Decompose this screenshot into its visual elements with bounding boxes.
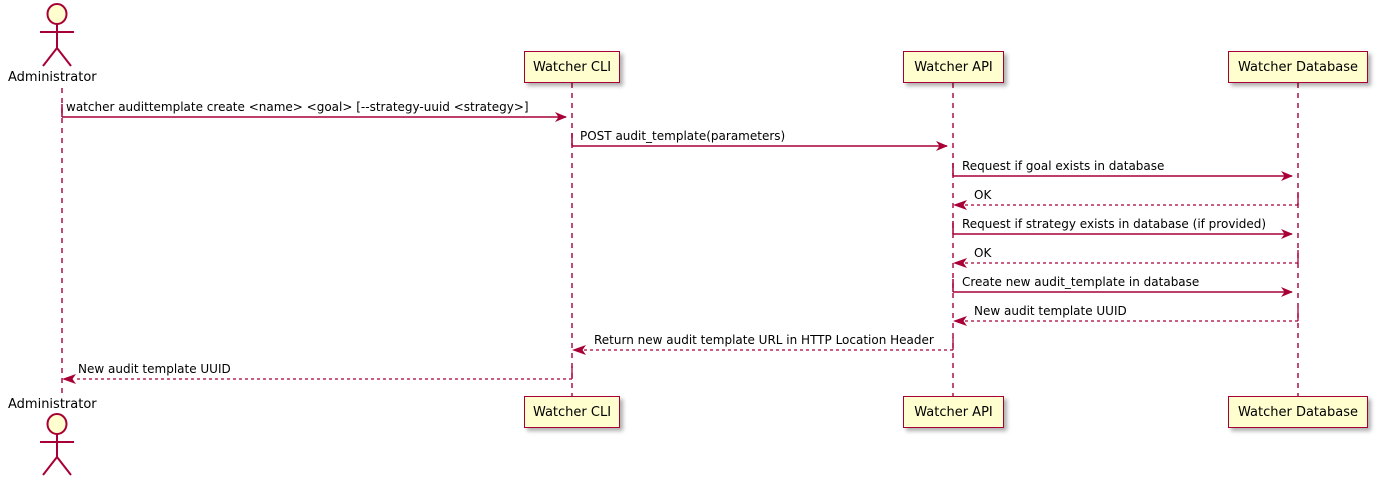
- message-arrow-9-head: [572, 345, 586, 355]
- message-label-6: OK: [974, 246, 992, 260]
- message-arrow-10-head: [62, 374, 76, 384]
- participant-box-watcher-database-top[interactable]: Watcher Database: [1228, 51, 1368, 83]
- participant-box-watcher-api-top[interactable]: Watcher API: [903, 51, 1004, 83]
- actor-icon-administrator-bottom: [40, 413, 74, 476]
- participant-box-watcher-cli-top[interactable]: Watcher CLI: [524, 51, 620, 83]
- participant-box-watcher-database-bottom[interactable]: Watcher Database: [1228, 396, 1368, 428]
- participant-box-watcher-api-bottom[interactable]: Watcher API: [903, 396, 1004, 428]
- message-label-7: Create new audit_template in database: [962, 275, 1200, 289]
- message-label-3: Request if goal exists in database: [962, 159, 1165, 173]
- actor-label-administrator-bottom: Administrator: [8, 397, 97, 412]
- message-label-8: New audit template UUID: [974, 304, 1127, 318]
- message-arrows: [61, 104, 1299, 384]
- participant-label-watcher-database: Watcher Database: [1238, 59, 1358, 75]
- message-label-2: POST audit_template(parameters): [580, 129, 786, 143]
- participant-label-watcher-cli-bottom: Watcher CLI: [532, 404, 612, 420]
- actor-icon-administrator-top: [40, 3, 74, 67]
- participant-box-watcher-cli-bottom[interactable]: Watcher CLI: [524, 396, 620, 428]
- message-label-5: Request if strategy exists in database (…: [962, 217, 1267, 231]
- message-label-1: watcher audittemplate create <name> <goa…: [66, 100, 529, 114]
- message-label-9: Return new audit template URL in HTTP Lo…: [594, 333, 934, 347]
- message-label-10: New audit template UUID: [78, 362, 231, 376]
- actor-label-administrator-top: Administrator: [8, 70, 97, 85]
- message-arrow-4-head: [953, 200, 967, 210]
- participant-label-watcher-database-bottom: Watcher Database: [1238, 404, 1358, 420]
- participant-label-watcher-api: Watcher API: [914, 59, 993, 75]
- message-arrow-6-head: [953, 258, 967, 268]
- message-arrow-8-head: [953, 316, 967, 326]
- message-label-4: OK: [974, 188, 992, 202]
- participant-label-watcher-api-bottom: Watcher API: [914, 404, 993, 420]
- participant-label-watcher-cli: Watcher CLI: [532, 59, 612, 75]
